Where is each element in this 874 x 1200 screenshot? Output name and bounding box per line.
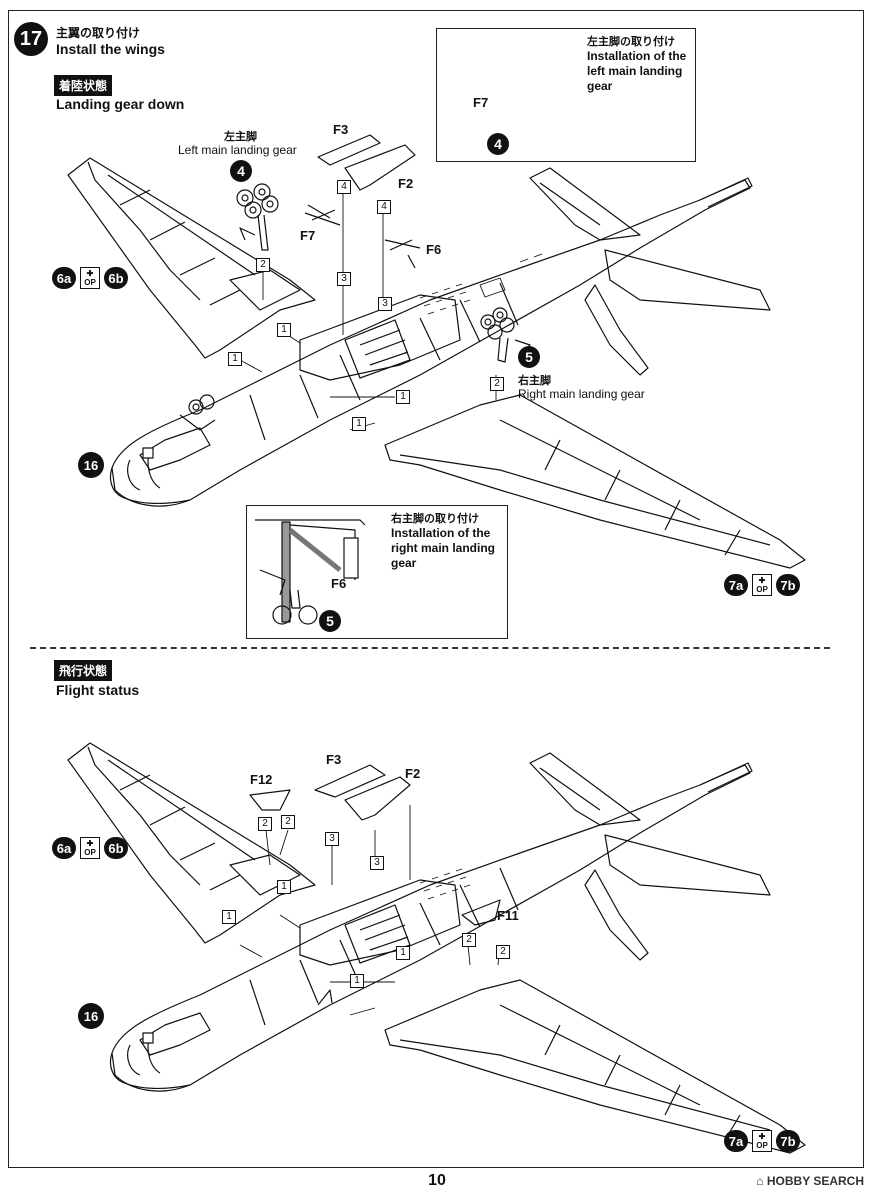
right-gear-label-jp: 右主脚 xyxy=(518,374,551,387)
nose-ref-flight: 16 xyxy=(78,1003,104,1029)
step-num-flight: 2 xyxy=(462,933,476,947)
op-icon-flight-left: ✚OP xyxy=(80,837,100,859)
callout-left-part: F7 xyxy=(473,95,489,110)
callout-right-en-line1: Installation of the xyxy=(391,526,491,540)
option-7b-landing: 7b xyxy=(776,574,800,596)
step-num-landing: 4 xyxy=(337,180,351,194)
callout-right-en: Installation of the right main landing g… xyxy=(391,526,495,571)
callout-left-en: Installation of the left main landing ge… xyxy=(587,49,686,94)
watermark-text: HOBBY SEARCH xyxy=(766,1174,864,1188)
step-num-landing: 4 xyxy=(377,200,391,214)
callout-left-gear: 左主脚の取り付け Installation of the left main l… xyxy=(436,28,696,162)
op-icon-landing-right: ✚OP xyxy=(752,574,772,596)
step-num-landing: 1 xyxy=(228,352,242,366)
watermark: ⌂ HOBBY SEARCH xyxy=(756,1174,864,1188)
callout-left-ref: 4 xyxy=(487,133,509,155)
step-num-flight: 2 xyxy=(496,945,510,959)
callout-left-jp: 左主脚の取り付け xyxy=(587,35,675,48)
part-f12-flight: F12 xyxy=(250,772,273,787)
page-frame xyxy=(8,10,864,1168)
op-icon-landing-left: ✚OP xyxy=(80,267,100,289)
nose-ref-landing: 16 xyxy=(78,452,104,478)
callout-left-en-line2: left main landing xyxy=(587,64,683,78)
left-gear-label-en: Left main landing gear xyxy=(178,143,297,157)
callout-right-ref: 5 xyxy=(319,610,341,632)
section-divider xyxy=(30,647,830,649)
callout-right-en-line3: gear xyxy=(391,556,417,570)
landing-tag: 着陸状態 xyxy=(54,75,113,96)
option-7b-flight: 7b xyxy=(776,1130,800,1152)
option-7a-flight: 7a xyxy=(724,1130,748,1152)
watermark-icon: ⌂ xyxy=(756,1174,767,1188)
flight-tag: 飛行状態 xyxy=(54,660,113,681)
op-text: OP xyxy=(756,585,768,594)
step-title-jp: 主翼の取り付け xyxy=(56,26,141,40)
op-text: OP xyxy=(84,278,96,287)
part-f3-landing: F3 xyxy=(333,122,349,137)
step-num-flight: 3 xyxy=(325,832,339,846)
step-num-flight: 1 xyxy=(222,910,236,924)
step-num-flight: 3 xyxy=(370,856,384,870)
flight-title: Flight status xyxy=(56,682,140,698)
step-num-landing: 2 xyxy=(490,377,504,391)
left-gear-label-jp: 左主脚 xyxy=(224,130,257,143)
step-title-en: Install the wings xyxy=(56,41,165,57)
bottom-aircraft xyxy=(67,742,806,1154)
callout-right-gear: 右主脚の取り付け Installation of the right main … xyxy=(246,505,508,639)
callout-right-part: F6 xyxy=(331,576,347,591)
right-gear-ref: 5 xyxy=(518,346,540,368)
part-f11-flight: F11 xyxy=(497,908,519,923)
callout-right-en-line2: right main landing xyxy=(391,541,495,555)
step-num-flight: 1 xyxy=(396,946,410,960)
part-f2-flight: F2 xyxy=(405,766,421,781)
step-num-landing: 1 xyxy=(277,323,291,337)
left-gear-ref: 4 xyxy=(230,160,252,182)
option-7a-landing: 7a xyxy=(724,574,748,596)
part-f3-flight: F3 xyxy=(326,752,342,767)
option-6a-flight: 6a xyxy=(52,837,76,859)
step-num-flight: 2 xyxy=(258,817,272,831)
op-icon-flight-right: ✚OP xyxy=(752,1130,772,1152)
step-num-landing: 1 xyxy=(396,390,410,404)
flight-tag-jp: 飛行状態 xyxy=(54,660,113,681)
step-num-landing: 3 xyxy=(378,297,392,311)
part-f7-landing: F7 xyxy=(300,228,316,243)
op-text: OP xyxy=(756,1141,768,1150)
option-6a-landing: 6a xyxy=(52,267,76,289)
step-num-landing: 3 xyxy=(337,272,351,286)
option-6b-landing: 6b xyxy=(104,267,128,289)
top-aircraft xyxy=(67,134,806,569)
step-num-landing: 1 xyxy=(352,417,366,431)
landing-title: Landing gear down xyxy=(56,96,185,112)
step-number-badge: 17 xyxy=(14,22,48,56)
left-gear-part xyxy=(236,183,279,251)
part-f6-landing: F6 xyxy=(426,242,442,257)
op-text: OP xyxy=(84,848,96,857)
landing-tag-jp: 着陸状態 xyxy=(54,75,113,96)
page-number: 10 xyxy=(428,1172,446,1189)
right-gear-label-en: Right main landing gear xyxy=(518,387,645,401)
step-num-flight: 1 xyxy=(277,880,291,894)
step-num-flight: 2 xyxy=(281,815,295,829)
step-num-flight: 1 xyxy=(350,974,364,988)
step-num-landing: 2 xyxy=(256,258,270,272)
option-6b-flight: 6b xyxy=(104,837,128,859)
callout-right-jp: 右主脚の取り付け xyxy=(391,512,479,525)
callout-left-en-line3: gear xyxy=(587,79,613,93)
callout-right-gear-art xyxy=(255,519,366,625)
part-f2-landing: F2 xyxy=(398,176,414,191)
callout-left-en-line1: Installation of the xyxy=(587,49,687,63)
